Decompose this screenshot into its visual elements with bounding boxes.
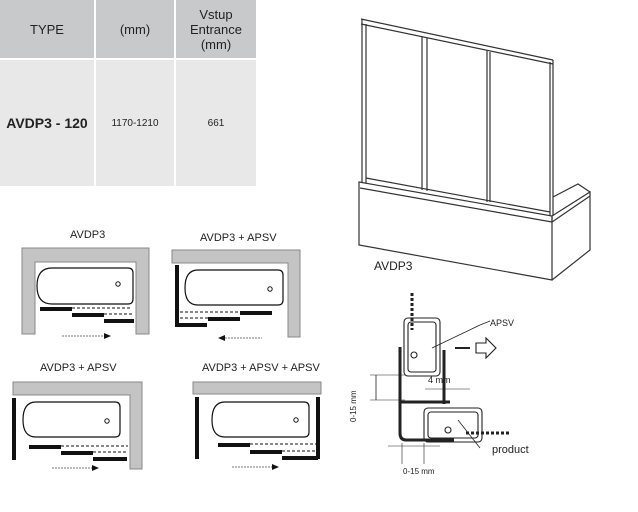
horizontal-range-label: 0-15 mm xyxy=(403,467,435,476)
gap-label: 4 mm xyxy=(428,375,451,385)
config-4-diagram xyxy=(192,381,322,470)
product-label: product xyxy=(492,444,529,456)
cell-entrance: 661 xyxy=(176,60,256,186)
cell-width: 1170-1210 xyxy=(96,60,174,186)
cell-model: AVDP3 - 120 xyxy=(0,60,94,186)
product-caption: AVDP3 xyxy=(374,259,413,273)
header-width: (mm) xyxy=(96,0,174,58)
config-3-diagram xyxy=(12,381,143,471)
config-4-label: AVDP3 + APSV + APSV xyxy=(202,362,320,374)
vertical-range-label: 0-15 mm xyxy=(349,390,358,422)
config-1-diagram xyxy=(21,247,150,339)
config-1-label: AVDP3 xyxy=(70,229,106,241)
apsv-label: APSV xyxy=(490,318,515,328)
header-type: TYPE xyxy=(0,0,94,58)
config-2-diagram xyxy=(171,249,301,341)
config-3-label: AVDP3 + APSV xyxy=(40,362,117,374)
config-2-label: AVDP3 + APSV xyxy=(200,232,277,244)
